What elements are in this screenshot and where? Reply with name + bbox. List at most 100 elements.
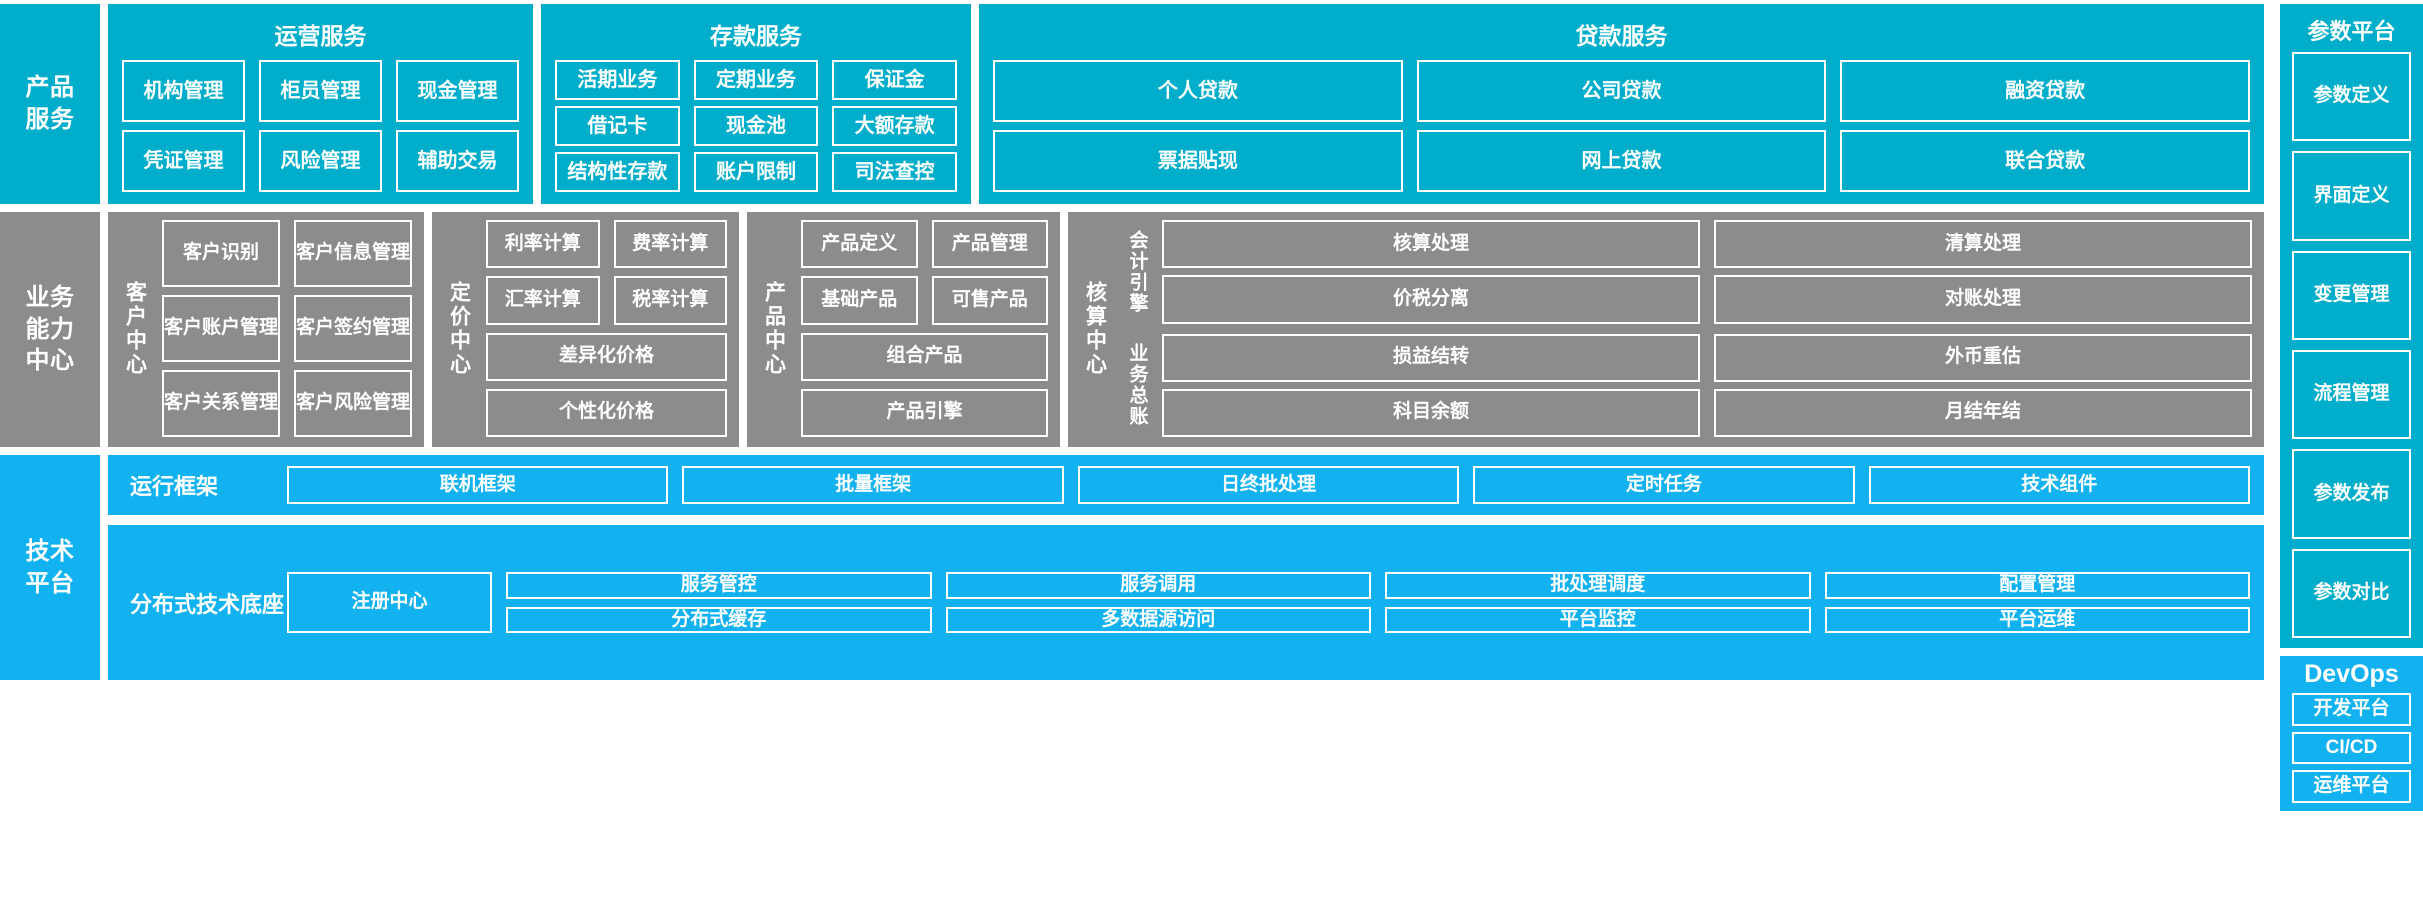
tile-product-wide-1[interactable]: 产品引擎 <box>801 388 1049 437</box>
tile-loan-3[interactable]: 票据贴现 <box>993 130 1403 192</box>
tile-deposit-6[interactable]: 结构性存款 <box>555 152 680 192</box>
service-group-loan-grid: 个人贷款 公司贷款 融资贷款 票据贴现 网上贷款 联合贷款 <box>993 60 2250 192</box>
tile-loan-4[interactable]: 网上贷款 <box>1416 130 1827 192</box>
tile-param-0[interactable]: 参数定义 <box>2292 52 2411 142</box>
tile-registry-center[interactable]: 注册中心 <box>287 571 492 634</box>
tile-product-3[interactable]: 可售产品 <box>931 276 1049 325</box>
tile-deposit-8[interactable]: 司法查控 <box>832 152 957 192</box>
tile-accounting-engine-2[interactable]: 价税分离 <box>1162 275 1701 324</box>
tile-base-0[interactable]: 服务管控 <box>506 571 932 599</box>
devops-panel: DevOps 开发平台 CI/CD 运维平台 <box>2280 656 2423 811</box>
layer-label-product-services: 产品服务 <box>0 4 100 204</box>
tile-operations-3[interactable]: 凭证管理 <box>122 130 245 192</box>
tile-accounting-ledger-2[interactable]: 科目余额 <box>1162 388 1701 437</box>
tech-row-distributed-base-tiles: 注册中心 服务管控 服务调用 批处理调度 配置管理 分布式缓存 多数据源访问 平… <box>287 571 2250 634</box>
tile-runtime-2[interactable]: 日终批处理 <box>1077 466 1460 504</box>
tile-param-5[interactable]: 参数对比 <box>2292 548 2411 638</box>
layer-label-product-services-text: 产品服务 <box>25 74 75 133</box>
center-accounting-label: 核算中心 <box>1083 280 1107 377</box>
tile-deposit-5[interactable]: 大额存款 <box>832 106 957 146</box>
tile-param-4[interactable]: 参数发布 <box>2292 449 2411 539</box>
tile-deposit-3[interactable]: 借记卡 <box>555 106 680 146</box>
tile-pricing-wide-0[interactable]: 差异化价格 <box>486 332 728 381</box>
tile-base-4[interactable]: 分布式缓存 <box>506 606 932 634</box>
service-group-loan: 贷款服务 个人贷款 公司贷款 融资贷款 票据贴现 网上贷款 联合贷款 <box>979 4 2264 204</box>
tile-operations-2[interactable]: 现金管理 <box>396 60 519 122</box>
center-product-grid: 产品定义 产品管理 基础产品 可售产品 组合产品 产品引擎 <box>801 220 1049 437</box>
tile-accounting-ledger-0[interactable]: 损益结转 <box>1162 333 1701 382</box>
tile-runtime-1[interactable]: 批量框架 <box>682 466 1064 504</box>
tile-param-3[interactable]: 流程管理 <box>2292 349 2411 440</box>
tile-base-5[interactable]: 多数据源访问 <box>945 606 1371 634</box>
tile-operations-0[interactable]: 机构管理 <box>122 60 245 122</box>
tile-pricing-0[interactable]: 利率计算 <box>486 220 600 269</box>
tile-pricing-1[interactable]: 费率计算 <box>613 220 728 269</box>
tile-deposit-7[interactable]: 账户限制 <box>693 152 819 192</box>
tech-row-distributed-base-label: 分布式技术底座 <box>130 591 285 617</box>
tile-base-3[interactable]: 配置管理 <box>1824 571 2250 599</box>
tile-accounting-ledger-3[interactable]: 月结年结 <box>1714 388 2252 437</box>
tile-customer-5[interactable]: 客户风险管理 <box>294 370 413 437</box>
center-product-label: 产品中心 <box>762 280 786 377</box>
tile-pricing-wide-1[interactable]: 个性化价格 <box>486 388 728 437</box>
tile-devops-0[interactable]: 开发平台 <box>2292 693 2411 726</box>
tile-product-wide-0[interactable]: 组合产品 <box>801 332 1049 381</box>
tile-runtime-3[interactable]: 定时任务 <box>1473 466 1855 504</box>
tile-customer-0[interactable]: 客户识别 <box>162 220 281 287</box>
tile-deposit-0[interactable]: 活期业务 <box>555 60 680 100</box>
tile-product-0[interactable]: 产品定义 <box>801 220 918 269</box>
service-group-operations: 运营服务 机构管理 柜员管理 现金管理 凭证管理 风险管理 辅助交易 <box>108 4 533 204</box>
tile-deposit-1[interactable]: 定期业务 <box>693 60 819 100</box>
tile-accounting-ledger-1[interactable]: 外币重估 <box>1714 333 2252 382</box>
tile-base-7[interactable]: 平台运维 <box>1824 606 2250 634</box>
tile-devops-1[interactable]: CI/CD <box>2292 731 2411 765</box>
layer-label-technical-platform-text: 技术平台 <box>25 537 75 597</box>
tile-param-2[interactable]: 变更管理 <box>2292 250 2411 340</box>
service-group-deposit-title: 存款服务 <box>710 23 802 49</box>
center-pricing: 定价中心 利率计算 费率计算 汇率计算 税率计算 差异化价格 个性化价格 <box>432 212 740 447</box>
param-platform-list: 参数定义 界面定义 变更管理 流程管理 参数发布 参数对比 <box>2292 52 2411 638</box>
devops-title: DevOps <box>2304 660 2399 688</box>
tile-loan-2[interactable]: 融资贷款 <box>1840 60 2250 122</box>
tile-loan-1[interactable]: 公司贷款 <box>1416 60 1827 122</box>
tech-row-distributed-base: 分布式技术底座 注册中心 服务管控 服务调用 批处理调度 配置管理 分布式缓存 … <box>108 525 2264 680</box>
center-customer: 客户中心 客户识别 客户信息管理 客户账户管理 客户签约管理 客户关系管理 客户… <box>108 212 425 447</box>
product-services-band: 产品服务 运营服务 机构管理 柜员管理 现金管理 凭证管理 风险管理 辅助交易 … <box>0 4 2423 204</box>
accounting-subgroup-ledger-grid: 损益结转 外币重估 科目余额 月结年结 <box>1162 333 2252 437</box>
tile-loan-5[interactable]: 联合贷款 <box>1840 130 2250 192</box>
tile-base-1[interactable]: 服务调用 <box>945 571 1371 599</box>
tile-pricing-3[interactable]: 税率计算 <box>613 276 728 325</box>
service-group-operations-grid: 机构管理 柜员管理 现金管理 凭证管理 风险管理 辅助交易 <box>122 60 519 192</box>
tile-customer-2[interactable]: 客户账户管理 <box>162 295 281 362</box>
tile-product-1[interactable]: 产品管理 <box>931 220 1049 269</box>
tile-accounting-engine-0[interactable]: 核算处理 <box>1162 220 1701 269</box>
tile-product-2[interactable]: 基础产品 <box>801 276 918 325</box>
business-capability-band: 业务能力中心 客户中心 客户识别 客户信息管理 客户账户管理 客户签约管理 客户… <box>0 212 2423 447</box>
center-pricing-grid: 利率计算 费率计算 汇率计算 税率计算 差异化价格 个性化价格 <box>486 220 728 437</box>
tile-customer-4[interactable]: 客户关系管理 <box>162 370 281 437</box>
tile-devops-2[interactable]: 运维平台 <box>2292 770 2411 804</box>
tile-accounting-engine-1[interactable]: 清算处理 <box>1714 220 2252 269</box>
tile-pricing-2[interactable]: 汇率计算 <box>486 276 600 325</box>
tile-param-1[interactable]: 界面定义 <box>2292 151 2411 241</box>
tile-accounting-engine-3[interactable]: 对账处理 <box>1714 275 2252 324</box>
accounting-subgroup-engine-label: 会计引擎 <box>1126 229 1148 314</box>
tile-customer-1[interactable]: 客户信息管理 <box>294 220 413 287</box>
tile-deposit-4[interactable]: 现金池 <box>693 106 819 146</box>
tile-loan-0[interactable]: 个人贷款 <box>993 60 1403 122</box>
service-group-operations-title: 运营服务 <box>274 23 367 49</box>
tile-operations-5[interactable]: 辅助交易 <box>396 130 519 192</box>
tile-base-6[interactable]: 平台监控 <box>1385 606 1811 634</box>
tile-runtime-0[interactable]: 联机框架 <box>287 466 669 504</box>
tile-customer-3[interactable]: 客户签约管理 <box>294 295 413 362</box>
tile-operations-4[interactable]: 风险管理 <box>259 130 382 192</box>
tile-operations-1[interactable]: 柜员管理 <box>259 60 382 122</box>
technical-platform-rows: 运行框架 联机框架 批量框架 日终批处理 定时任务 技术组件 分布式技术底座 注… <box>108 455 2264 680</box>
tile-base-2[interactable]: 批处理调度 <box>1385 571 1811 599</box>
accounting-subgroup-engine: 会计引擎 核算处理 清算处理 价税分离 对账处理 <box>1122 220 2252 324</box>
right-column: 参数平台 参数定义 界面定义 变更管理 流程管理 参数发布 参数对比 DevOp… <box>2280 4 2423 811</box>
tile-runtime-4[interactable]: 技术组件 <box>1868 466 2250 504</box>
tile-deposit-2[interactable]: 保证金 <box>832 60 957 100</box>
accounting-subgroup-ledger: 业务总账 损益结转 外币重估 科目余额 月结年结 <box>1122 333 2252 437</box>
